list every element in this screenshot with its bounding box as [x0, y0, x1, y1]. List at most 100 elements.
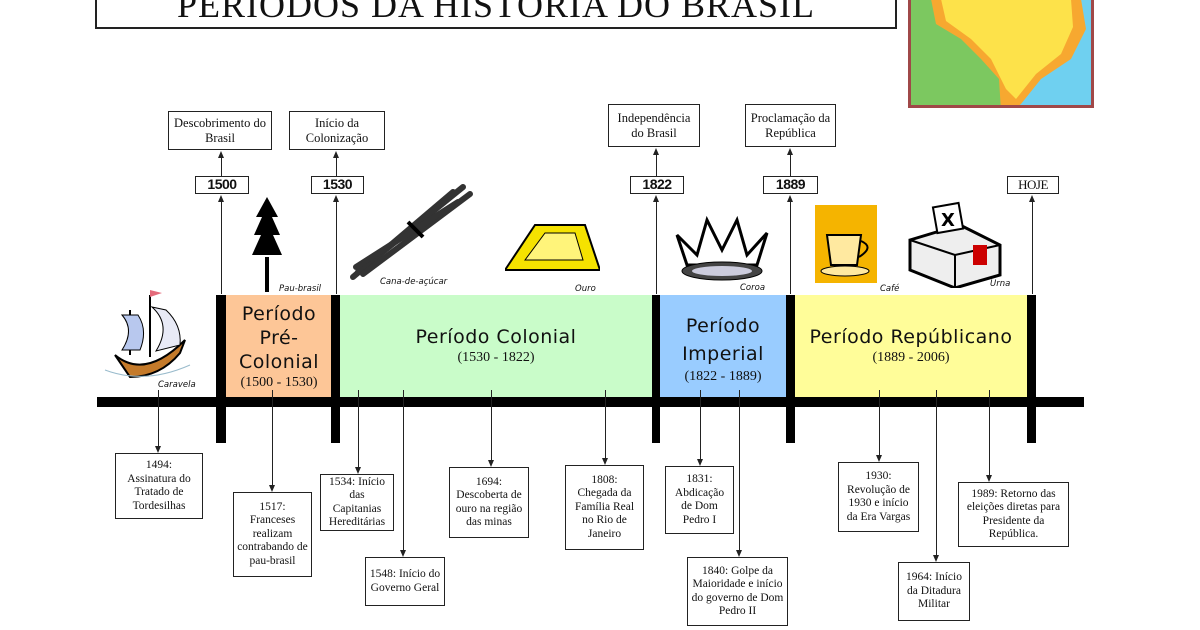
event-year: 1930: [865, 470, 892, 482]
event-1494: 1494:Assinatura do Tratado de Tordesilha… [115, 453, 203, 519]
arrow-icon [333, 151, 339, 158]
event-year: 1808: [591, 473, 618, 486]
connector [158, 390, 159, 446]
event-inicio-colonizacao: Início da Colonização [289, 111, 385, 150]
event-1534: 1534: Início das Capitanias Hereditárias [320, 474, 394, 531]
connector [336, 158, 337, 176]
timeline-divider [652, 295, 660, 443]
caption-coroa: Coroa [740, 283, 766, 293]
connector [403, 390, 404, 550]
year-1822: 1822 [630, 176, 684, 194]
page-title: PERÍODOS DA HISTÓRIA DO BRASIL [95, 0, 897, 29]
arrow-icon [986, 475, 992, 482]
event-1548: 1548: Início do Governo Geral [365, 557, 445, 606]
caption-urna: Urna [990, 279, 1011, 289]
arrow-icon [218, 195, 224, 202]
event-year: 1831: [686, 473, 713, 485]
arrow-icon [602, 458, 608, 465]
crown-icon [675, 215, 769, 281]
event-text: Retorno das eleições diretas para Presid… [966, 487, 1061, 541]
event-1831: 1831:Abdicação de Dom Pedro I [665, 466, 734, 534]
event-year: 1989: [971, 487, 998, 500]
period-name: Período Pré-Colonial [239, 302, 320, 373]
year-1500: 1500 [195, 176, 249, 194]
event-1517: 1517:Franceses realizam contrabando de p… [233, 492, 312, 577]
caravel-icon [104, 290, 191, 379]
caption-ouro: Ouro [575, 284, 596, 294]
event-text: Início da Ditadura Militar [907, 571, 962, 611]
arrow-icon [1029, 195, 1035, 202]
arrow-icon [355, 467, 361, 474]
event-text: Franceses realizam contrabando de pau-br… [237, 514, 308, 567]
arrow-icon [933, 555, 939, 562]
arrow-icon [787, 148, 793, 155]
period-years: (1822 - 1889) [684, 368, 762, 384]
arrow-icon [697, 459, 703, 466]
event-year: 1534: [329, 475, 356, 488]
event-text: Abdicação de Dom Pedro I [674, 486, 725, 526]
arrow-icon [787, 195, 793, 202]
event-1989: 1989: Retorno das eleições diretas para … [958, 482, 1069, 547]
timeline-axis [97, 397, 1084, 407]
gold-bar-icon [505, 224, 600, 271]
event-text: Início do Governo Geral [370, 568, 441, 594]
connector [936, 390, 937, 555]
connector [790, 155, 791, 176]
caption-pau-brasil: Pau-brasil [279, 284, 322, 294]
event-1930: 1930:Revolução de 1930 e início da Era V… [838, 462, 919, 532]
connector [358, 390, 359, 467]
event-year: 1964: [906, 571, 933, 584]
connector [656, 155, 657, 176]
event-year: 1548: [369, 568, 397, 580]
event-year: 1494: [145, 459, 173, 471]
connector [336, 202, 337, 294]
period-colonial: Período Colonial(1530 - 1822) [340, 295, 652, 398]
arrow-icon [269, 485, 275, 492]
event-text: Assinatura do Tratado de Tordesilhas [127, 472, 191, 512]
event-text: Golpe da Maioridade e início do governo … [691, 564, 784, 618]
connector [879, 390, 880, 455]
event-text: Chegada da Família Real no Rio de Janeir… [574, 487, 635, 540]
connector [790, 202, 791, 294]
arrow-icon [736, 550, 742, 557]
coffee-cup-icon [815, 205, 877, 283]
arrow-icon [400, 550, 406, 557]
event-1840: 1840: Golpe da Maioridade e início do go… [687, 557, 788, 626]
event-1808: 1808:Chegada da Família Real no Rio de J… [565, 465, 644, 550]
connector [221, 158, 222, 176]
arrow-icon [876, 455, 882, 462]
event-1694: 1694:Descoberta de ouro na região das mi… [449, 467, 529, 538]
connector [989, 390, 990, 475]
period-imperial: Período Imperial(1822 - 1889) [660, 295, 786, 398]
timeline-divider [1027, 295, 1036, 443]
timeline-divider [331, 295, 340, 443]
event-text: Revolução de 1930 e início da Era Vargas [846, 483, 911, 523]
connector [605, 390, 606, 458]
connector [491, 390, 492, 460]
ballot-box-icon: X [908, 201, 1002, 288]
connector [656, 202, 657, 294]
pau-brasil-tree-icon [252, 197, 282, 292]
year-1530: 1530 [311, 176, 364, 194]
event-1964: 1964: Início da Ditadura Militar [898, 562, 970, 621]
event-independencia: Independência do Brasil [608, 104, 700, 147]
period-name: Período Colonial [415, 326, 577, 348]
year-hoje: HOJE [1007, 176, 1059, 194]
event-year: 1694: [475, 475, 503, 488]
arrow-icon [653, 195, 659, 202]
brazil-map-image [908, 0, 1094, 108]
connector [221, 202, 222, 294]
timeline-divider [216, 295, 226, 443]
connector [700, 390, 701, 459]
sugarcane-icon [350, 184, 473, 280]
connector [739, 390, 740, 550]
svg-text:X: X [941, 210, 955, 231]
period-name: Período Repúblicano [809, 326, 1013, 348]
event-year: 1840: [702, 564, 729, 577]
arrow-icon [155, 446, 161, 453]
caption-cafe: Café [880, 284, 900, 294]
arrow-icon [333, 195, 339, 202]
event-proclamacao: Proclamação da República [745, 104, 836, 147]
year-1889: 1889 [763, 176, 818, 194]
caption-cana: Cana-de-açúcar [380, 277, 448, 287]
